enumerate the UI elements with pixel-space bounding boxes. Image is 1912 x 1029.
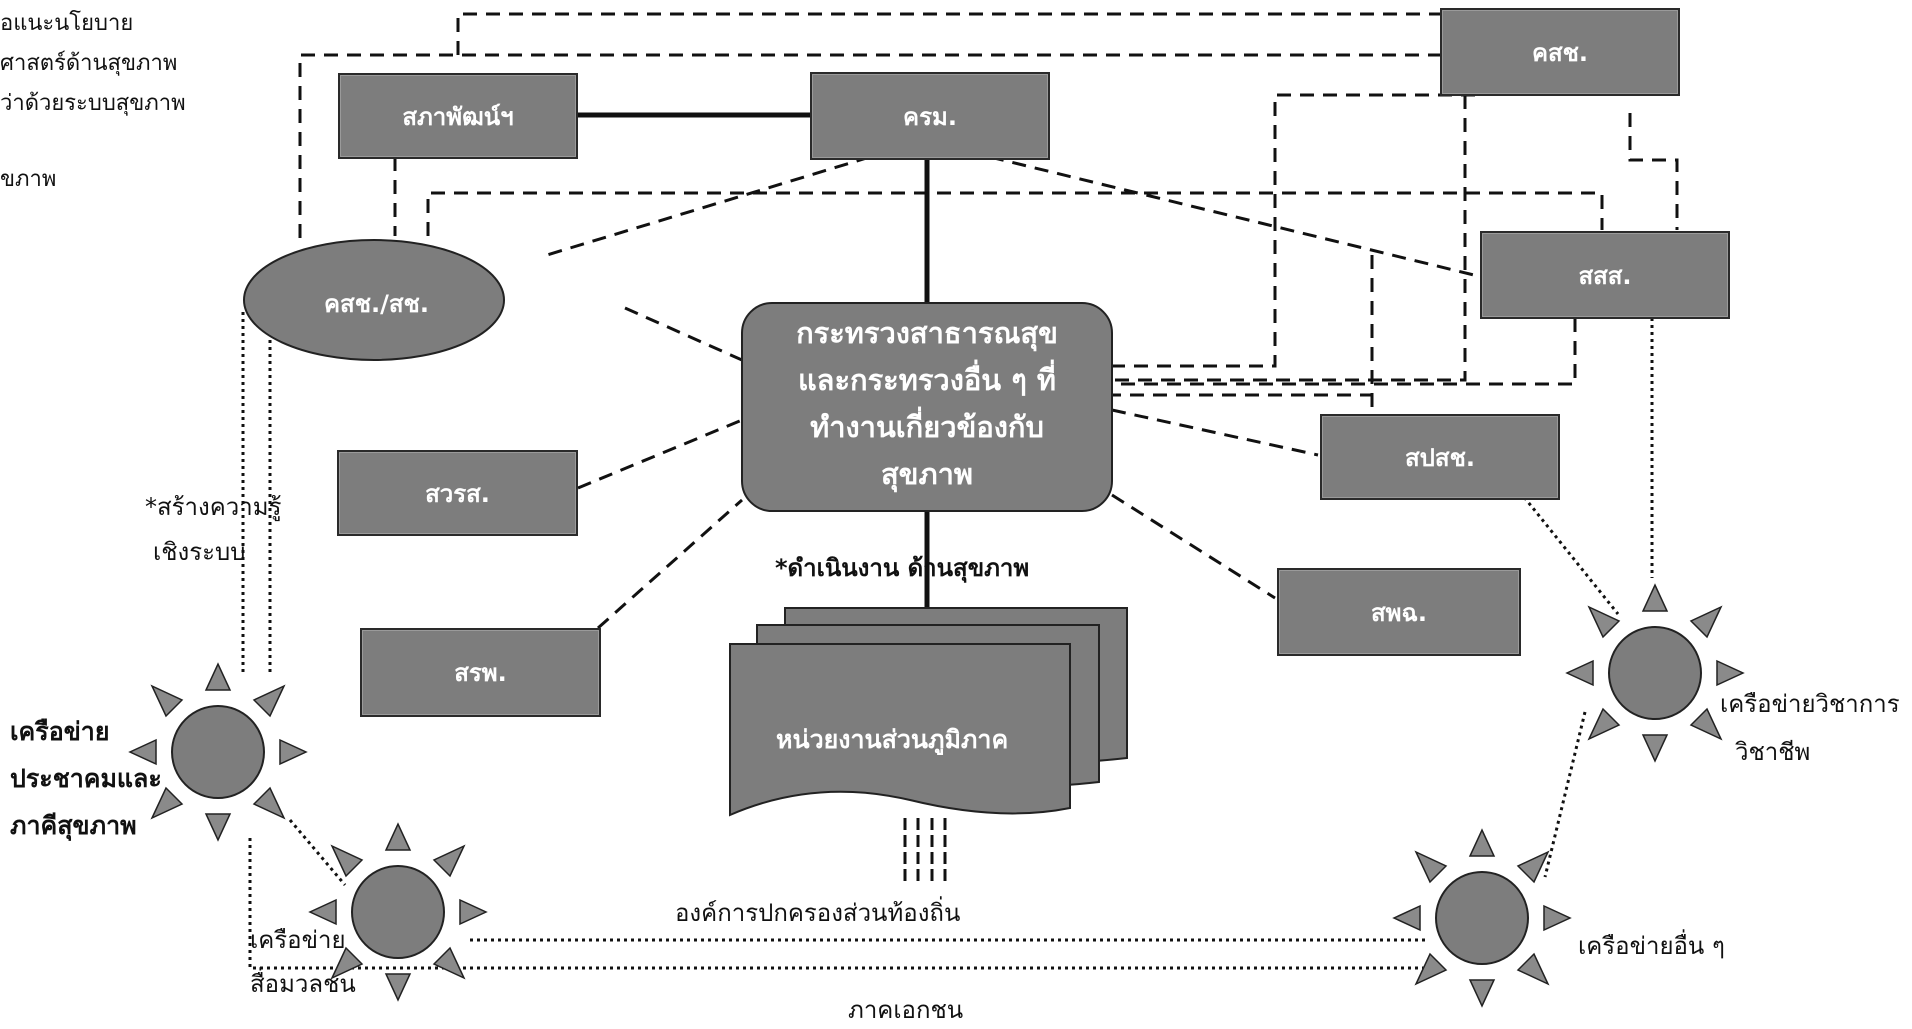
civil-line: เครือข่าย bbox=[10, 717, 110, 746]
spsch-box: สปสช. bbox=[1320, 414, 1560, 500]
spsch-label: สปสช. bbox=[1405, 443, 1475, 472]
private-sector-label: ภาคเอกชน bbox=[848, 996, 964, 1024]
moph-line: กระทรวงสาธารณสุข bbox=[796, 316, 1058, 350]
ksch-top-box: คสช. bbox=[1440, 8, 1680, 96]
academic-network-icon bbox=[1566, 584, 1744, 762]
oval-label: คสช./สช. bbox=[324, 290, 429, 318]
ssss-box: สสส. bbox=[1480, 231, 1730, 319]
swrs-box: สวรส. bbox=[337, 450, 578, 536]
academic-line: วิชาชีพ bbox=[1735, 738, 1811, 766]
health-ops-label: *ดำเนินงาน ด้านสุขภาพ bbox=[775, 554, 1030, 582]
krm-box: ครม. bbox=[810, 72, 1050, 160]
regional-unit-shape bbox=[729, 643, 1071, 817]
civil-network-label: เครือข่าย ประชาคมและ ภาคีสุขภาพ bbox=[10, 708, 162, 849]
left-note-spacer bbox=[0, 124, 186, 160]
moph-text: กระทรวงสาธารณสุข และกระทรวงอื่น ๆ ที่ ทำ… bbox=[742, 310, 1112, 498]
other-network-label: เครือข่ายอื่น ๆ bbox=[1578, 932, 1725, 960]
local-gov-label: องค์การปกครองส่วนท้องถิ่น bbox=[675, 899, 961, 927]
srp-label: สรพ. bbox=[454, 659, 507, 687]
left-note: ขภาพ bbox=[0, 167, 57, 192]
left-note: อแนะนโยบาย bbox=[0, 11, 134, 36]
other-network-icon bbox=[1393, 829, 1571, 1007]
swrs-label: สวรส. bbox=[425, 479, 490, 508]
ksch-sch-oval bbox=[243, 239, 505, 361]
civil-line: ประชาคมและ bbox=[10, 764, 162, 793]
civil-line: ภาคีสุขภาพ bbox=[10, 811, 137, 840]
left-note: ว่าด้วยระบบสุขภาพ bbox=[0, 91, 186, 116]
ksch-top-label: คสช. bbox=[1531, 38, 1589, 67]
knowledge-line: เชิงระบบ bbox=[153, 538, 246, 566]
media-line: สื่อมวลชน bbox=[250, 970, 356, 998]
academic-line: เครือข่ายวิชาการ bbox=[1720, 690, 1900, 718]
media-network-label: เครือข่าย สื่อมวลชน bbox=[250, 918, 356, 1006]
moph-box bbox=[741, 302, 1113, 512]
sapha-box: สภาพัฒน์ฯ bbox=[338, 73, 578, 159]
moph-line: และกระทรวงอื่น ๆ ที่ bbox=[797, 363, 1056, 397]
media-line: เครือข่าย bbox=[250, 926, 346, 954]
knowledge-label: *สร้างความรู้ เชิงระบบ bbox=[145, 485, 281, 575]
sphc-box: สพฉ. bbox=[1277, 568, 1521, 656]
regional-label: หน่วยงานส่วนภูมิภาค bbox=[776, 725, 1009, 754]
moph-line: สุขภาพ bbox=[880, 457, 974, 491]
knowledge-line: *สร้างความรู้ bbox=[145, 493, 282, 521]
academic-network-label: เครือข่ายวิชาการ วิชาชีพ bbox=[1720, 680, 1900, 776]
krm-label: ครม. bbox=[903, 102, 957, 131]
sphc-label: สพฉ. bbox=[1371, 598, 1427, 627]
ssss-label: สสส. bbox=[1578, 261, 1632, 290]
left-note: ศาสตร์ด้านสุขภาพ bbox=[0, 51, 178, 76]
left-notes: อแนะนโยบาย ศาสตร์ด้านสุขภาพ ว่าด้วยระบบส… bbox=[0, 4, 186, 200]
moph-line: ทำงานเกี่ยวข้องกับ bbox=[810, 410, 1044, 444]
srp-box: สรพ. bbox=[360, 628, 601, 717]
sapha-label: สภาพัฒน์ฯ bbox=[402, 102, 514, 131]
